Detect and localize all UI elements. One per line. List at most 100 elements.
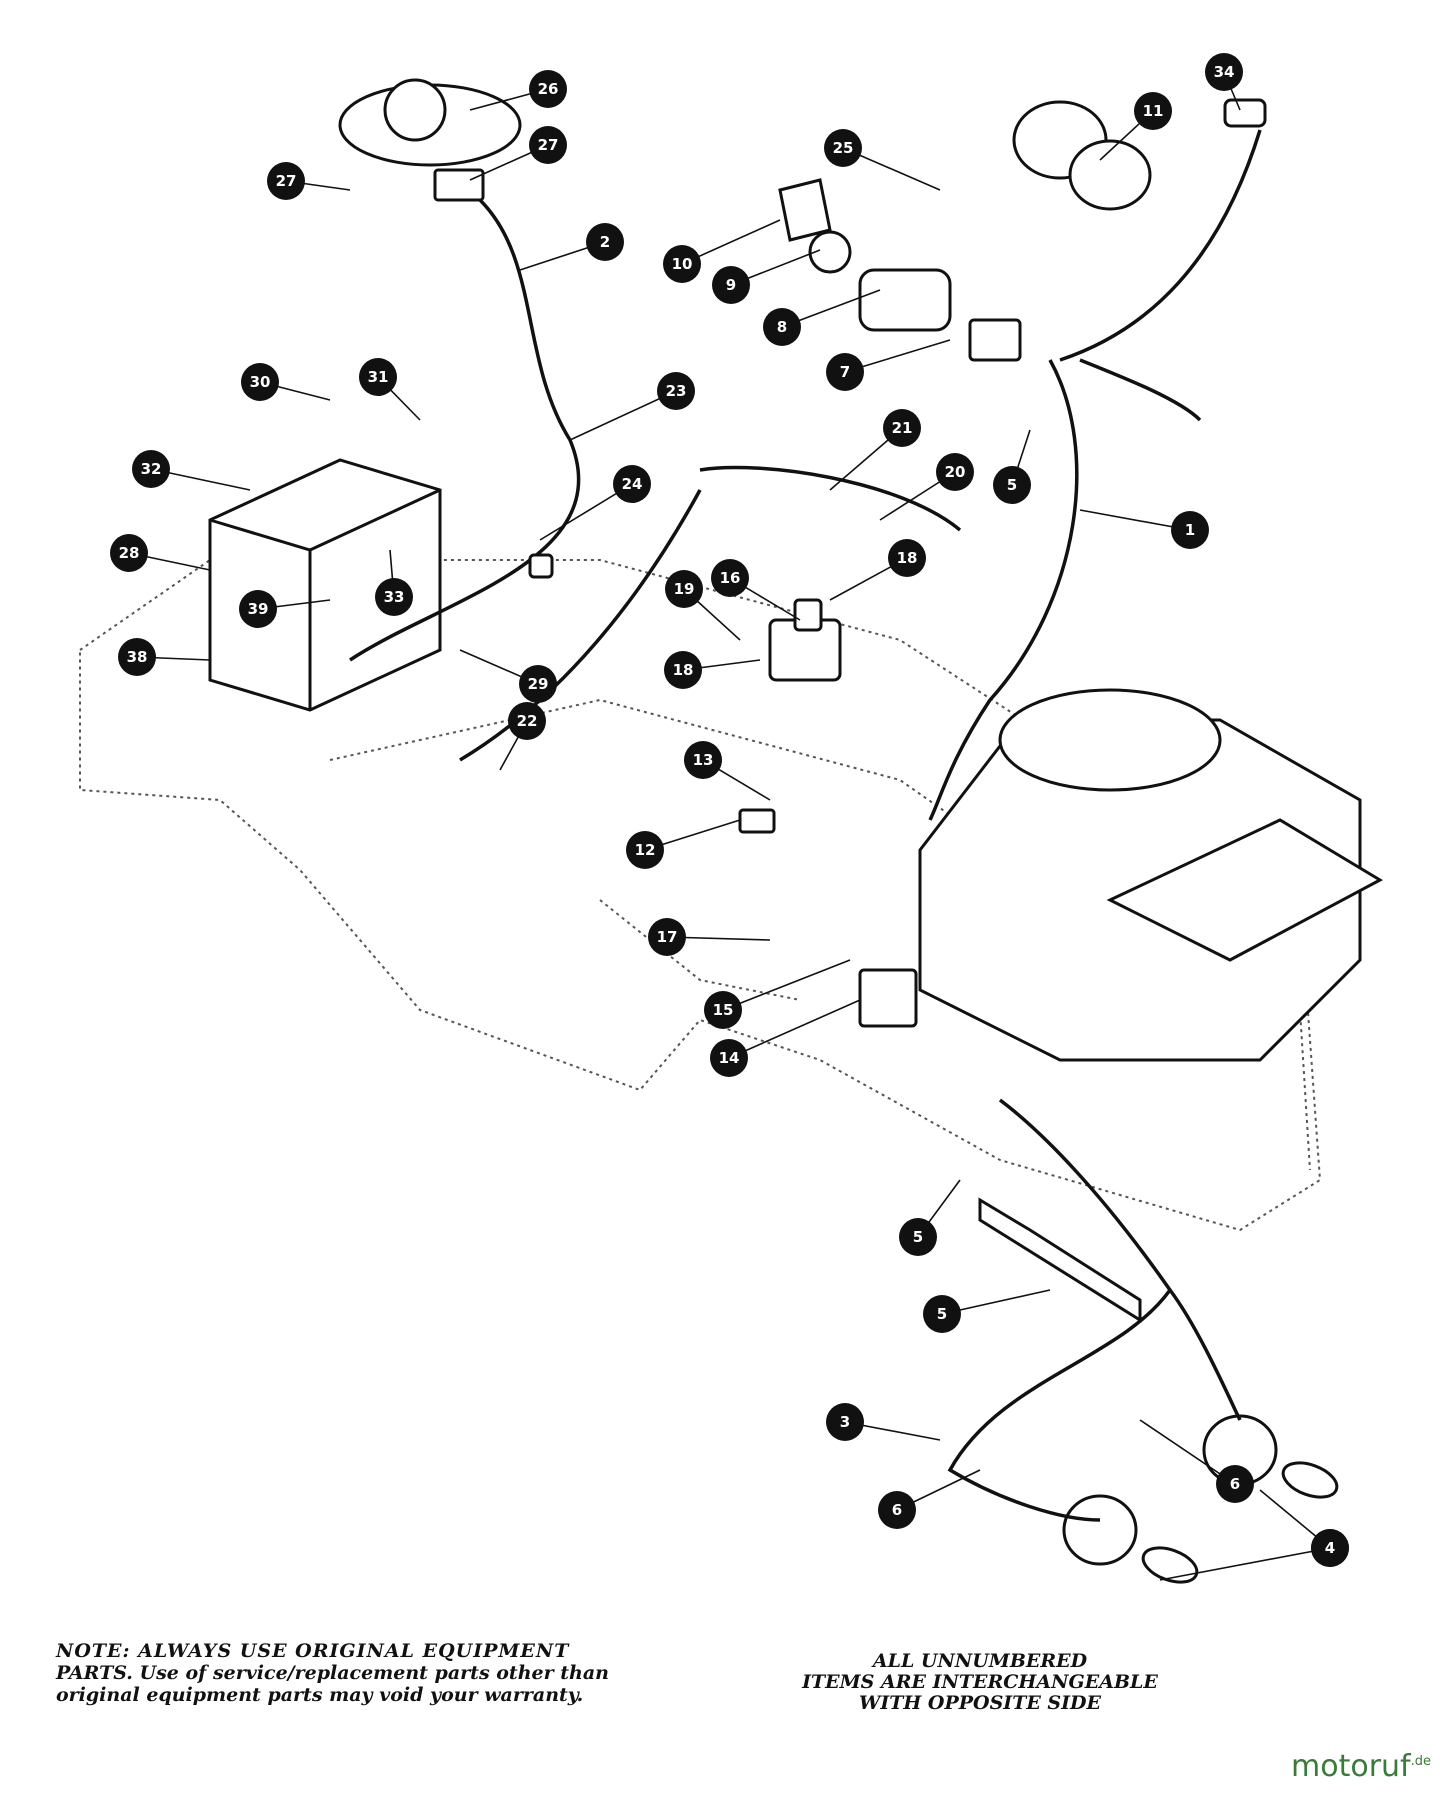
callout-label-27: 27 <box>276 172 297 190</box>
callout-3 <box>826 1403 864 1441</box>
callout-18 <box>664 651 702 689</box>
note-line-3: original equipment parts may void your w… <box>56 1684 584 1706</box>
callout-label-28: 28 <box>119 544 140 562</box>
callout-label-19: 19 <box>674 580 695 598</box>
callout-30 <box>241 363 279 401</box>
callout-label-22: 22 <box>517 712 538 730</box>
callout-label-17: 17 <box>657 928 678 946</box>
callout-label-5: 5 <box>937 1305 947 1323</box>
callout-label-34: 34 <box>1214 63 1235 81</box>
callout-27 <box>529 126 567 164</box>
side-note-line-3: WITH OPPOSITE SIDE <box>858 1692 1102 1714</box>
callout-32 <box>132 450 170 488</box>
wire-harness <box>349 129 1262 1522</box>
callout-12 <box>626 831 664 869</box>
callout-14 <box>710 1039 748 1077</box>
interchangeable-note: ALL UNNUMBERED ITEMS ARE INTERCHANGEABLE… <box>760 1651 1200 1714</box>
callout-label-29: 29 <box>528 675 549 693</box>
callout-leader-23 <box>569 390 677 441</box>
callout-label-5: 5 <box>913 1228 923 1246</box>
watermark-brand: motoruf <box>1291 1749 1411 1784</box>
callout-28 <box>110 534 148 572</box>
callout-6 <box>1216 1465 1254 1503</box>
callout-label-18: 18 <box>897 549 918 567</box>
callout-label-38: 38 <box>127 648 148 666</box>
callout-label-6: 6 <box>1230 1475 1240 1493</box>
ignition-switch <box>778 178 1022 362</box>
headlights <box>1062 1414 1339 1584</box>
callout-24 <box>613 465 651 503</box>
callout-34 <box>1205 53 1243 91</box>
callout-label-30: 30 <box>250 373 271 391</box>
callout-label-6: 6 <box>892 1501 902 1519</box>
callout-label-31: 31 <box>368 368 389 386</box>
callout-label-9: 9 <box>726 276 736 294</box>
callout-label-24: 24 <box>622 475 643 493</box>
callout-label-20: 20 <box>945 463 966 481</box>
callout-label-33: 33 <box>384 588 405 606</box>
callout-19 <box>665 570 703 608</box>
note-line-2: PARTS. Use of service/replacement parts … <box>56 1662 609 1684</box>
callout-15 <box>704 991 742 1029</box>
callout-group: 1234455566789101112131415161718181920212… <box>110 53 1349 1581</box>
note-line-1: NOTE: ALWAYS USE ORIGINAL EQUIPMENT <box>56 1640 570 1662</box>
callout-label-39: 39 <box>248 600 269 618</box>
callout-leader-6 <box>1139 1419 1236 1485</box>
callout-label-12: 12 <box>635 841 656 859</box>
equipment-note: NOTE: ALWAYS USE ORIGINAL EQUIPMENT PART… <box>56 1640 696 1706</box>
callout-label-14: 14 <box>719 1049 740 1067</box>
callout-label-13: 13 <box>693 751 714 769</box>
callout-label-21: 21 <box>892 419 913 437</box>
callout-5 <box>899 1218 937 1256</box>
solenoid <box>768 598 842 682</box>
callout-2 <box>586 223 624 261</box>
engine <box>918 688 1384 1062</box>
callout-label-8: 8 <box>777 318 787 336</box>
callout-label-3: 3 <box>840 1413 850 1431</box>
callout-5 <box>993 466 1031 504</box>
callout-22 <box>508 702 546 740</box>
callout-4 <box>1311 1529 1349 1567</box>
watermark-suffix: .de <box>1410 1754 1431 1769</box>
callout-10 <box>663 245 701 283</box>
callout-leader-15 <box>722 959 851 1011</box>
side-note-line-2: ITEMS ARE INTERCHANGEABLE <box>802 1671 1158 1693</box>
callout-leader-4 <box>1159 1547 1331 1581</box>
callout-27 <box>267 162 305 200</box>
callout-33 <box>375 578 413 616</box>
callout-38 <box>118 638 156 676</box>
callout-20 <box>936 453 974 491</box>
watermark: motoruf.de <box>1291 1749 1431 1784</box>
callout-label-18: 18 <box>673 661 694 679</box>
callout-label-26: 26 <box>538 80 559 98</box>
callout-label-16: 16 <box>720 569 741 587</box>
callout-25 <box>824 129 862 167</box>
light-bulb <box>1223 98 1267 128</box>
callout-leader-14 <box>728 999 861 1059</box>
callout-13 <box>684 741 722 779</box>
callout-26 <box>529 70 567 108</box>
callout-31 <box>359 358 397 396</box>
callout-7 <box>826 353 864 391</box>
callout-16 <box>711 559 749 597</box>
gauge <box>1012 100 1152 211</box>
callout-23 <box>657 372 695 410</box>
callout-39 <box>239 590 277 628</box>
callout-label-4: 4 <box>1325 1539 1335 1557</box>
callout-label-7: 7 <box>840 363 850 381</box>
battery <box>208 458 442 712</box>
callout-17 <box>648 918 686 956</box>
callout-8 <box>763 308 801 346</box>
callout-11 <box>1134 92 1172 130</box>
callout-label-27: 27 <box>538 136 559 154</box>
callout-label-15: 15 <box>713 1001 734 1019</box>
callout-label-11: 11 <box>1143 102 1164 120</box>
callout-18 <box>888 539 926 577</box>
callout-5 <box>923 1295 961 1333</box>
callout-29 <box>519 665 557 703</box>
callout-label-1: 1 <box>1185 521 1195 539</box>
callout-label-5: 5 <box>1007 476 1017 494</box>
callout-label-25: 25 <box>833 139 854 157</box>
callout-label-32: 32 <box>141 460 162 478</box>
